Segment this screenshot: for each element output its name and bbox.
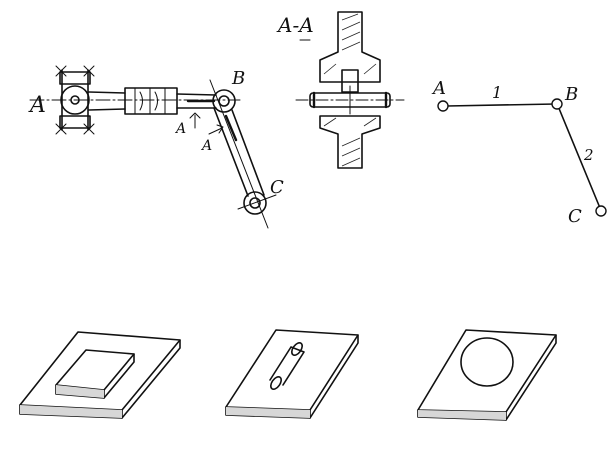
sleeve-coupling xyxy=(124,87,178,115)
scheme-label-a: A xyxy=(431,78,446,99)
node-c xyxy=(595,205,607,217)
label-c: C xyxy=(270,177,284,198)
hatching-upper xyxy=(323,13,377,75)
label-view-arrow-2: A xyxy=(200,138,212,154)
label-a: A xyxy=(28,93,46,118)
section-view-a-a: A-A xyxy=(276,11,405,169)
joint-b xyxy=(212,89,236,113)
section-title: A-A xyxy=(276,13,314,37)
label-view-arrow-1: A xyxy=(174,121,186,137)
link-bc xyxy=(209,79,269,229)
scheme-label-link-2: 2 xyxy=(583,146,594,164)
plate-with-circle xyxy=(417,329,557,421)
scheme-label-c: C xyxy=(568,206,582,227)
joint-c xyxy=(237,191,277,215)
clamp-joint-a xyxy=(55,65,95,135)
node-b xyxy=(551,98,563,110)
kinematic-scheme: A B C 1 2 xyxy=(431,78,607,227)
scheme-label-link-1: 1 xyxy=(492,83,502,102)
mechanism-drawing: A B C A A xyxy=(28,65,284,229)
plate-with-cylinder xyxy=(225,329,359,419)
hatching-lower xyxy=(323,117,377,167)
node-a xyxy=(437,100,449,112)
label-b: B xyxy=(231,68,245,89)
plate-with-rectangular-block xyxy=(19,331,181,419)
scheme-label-b: B xyxy=(564,84,578,105)
